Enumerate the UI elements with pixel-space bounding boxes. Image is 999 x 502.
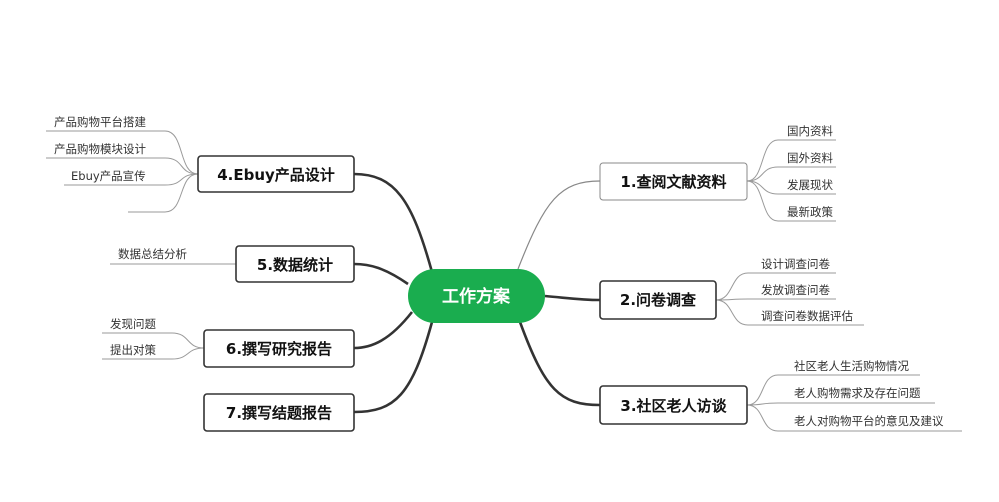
branch-6-box <box>203 329 355 368</box>
leaf-line <box>746 180 836 222</box>
leaf-line <box>715 272 836 301</box>
leaf-line <box>746 404 962 432</box>
branch-1-label: 1.查阅文献资料 <box>620 173 726 191</box>
branch-1[interactable]: 1.查阅文献资料 <box>599 162 748 201</box>
branch-5[interactable]: 5.数据统计 <box>235 245 355 283</box>
connector-branch-4 <box>353 172 434 273</box>
branch-2[interactable]: 2.问卷调查 <box>599 280 717 320</box>
leaf-item[interactable]: 最新政策 <box>787 205 833 219</box>
leaf-line <box>102 347 205 360</box>
branch-7-label: 7.撰写结题报告 <box>226 404 332 422</box>
leaf-line <box>64 173 199 186</box>
branch-4-label: 4.Ebuy产品设计 <box>217 166 335 184</box>
leaf-connectors <box>46 130 962 432</box>
leaf-item[interactable]: 设计调查问卷 <box>761 257 830 271</box>
leaf-line <box>715 298 836 301</box>
leaf-item[interactable]: 提出对策 <box>110 343 156 357</box>
leaf-line <box>46 130 199 175</box>
branch-7[interactable]: 7.撰写结题报告 <box>203 393 355 432</box>
leaf-item[interactable]: 国外资料 <box>787 151 833 165</box>
connector-branch-6 <box>353 311 414 350</box>
branch-6-label: 6.撰写研究报告 <box>226 340 332 358</box>
connector-branch-7 <box>353 321 434 414</box>
branch-4[interactable]: 4.Ebuy产品设计 <box>197 155 355 193</box>
leaf-item[interactable]: Ebuy产品宣传 <box>71 169 146 183</box>
branch-5-box <box>235 245 355 283</box>
leaf-line <box>746 139 836 182</box>
center-topic-label: 工作方案 <box>442 286 511 307</box>
leaf-item[interactable]: 国内资料 <box>787 124 833 138</box>
connector-branch-5 <box>353 262 409 286</box>
leaf-line <box>746 166 836 182</box>
leaf-item[interactable]: 老人购物需求及存在问题 <box>794 386 921 400</box>
branch-7-box <box>203 393 355 432</box>
connector-branch-2 <box>544 294 601 302</box>
leaf-item[interactable]: 调查问卷数据评估 <box>761 309 853 323</box>
leaf-item[interactable]: 产品购物平台搭建 <box>54 115 146 129</box>
leaf-item[interactable]: 社区老人生活购物情况 <box>794 359 909 373</box>
branch-3[interactable]: 3.社区老人访谈 <box>599 385 748 425</box>
leaf-line <box>746 374 920 406</box>
leaf-item[interactable]: 老人对购物平台的意见及建议 <box>794 414 944 428</box>
leaf-item[interactable]: 产品购物模块设计 <box>54 142 146 156</box>
leaf-line <box>715 299 864 326</box>
branch-3-box <box>599 385 748 425</box>
leaf-line <box>746 402 935 406</box>
leaf-line <box>46 157 199 175</box>
connector-branch-3 <box>518 321 601 407</box>
leaf-item[interactable]: 发放调查问卷 <box>761 283 830 297</box>
leaf-item[interactable]: 发展现状 <box>787 178 833 192</box>
leaf-line <box>128 173 199 213</box>
center-topic[interactable]: 工作方案 <box>408 269 545 323</box>
branch-2-label: 2.问卷调查 <box>620 291 697 309</box>
leaf-line <box>102 332 205 349</box>
branch-1-box <box>599 162 748 201</box>
branch-6[interactable]: 6.撰写研究报告 <box>203 329 355 368</box>
connector-branch-1 <box>517 180 601 270</box>
leaf-item[interactable]: 发现问题 <box>110 317 156 331</box>
branch-3-label: 3.社区老人访谈 <box>620 397 727 415</box>
branch-connectors <box>353 172 601 414</box>
center-topic-box <box>408 269 545 323</box>
branch-4-box <box>197 155 355 193</box>
branch-2-box <box>599 280 717 320</box>
leaf-line <box>746 180 836 195</box>
leaf-item[interactable]: 数据总结分析 <box>118 247 187 261</box>
branch-5-label: 5.数据统计 <box>257 256 333 274</box>
